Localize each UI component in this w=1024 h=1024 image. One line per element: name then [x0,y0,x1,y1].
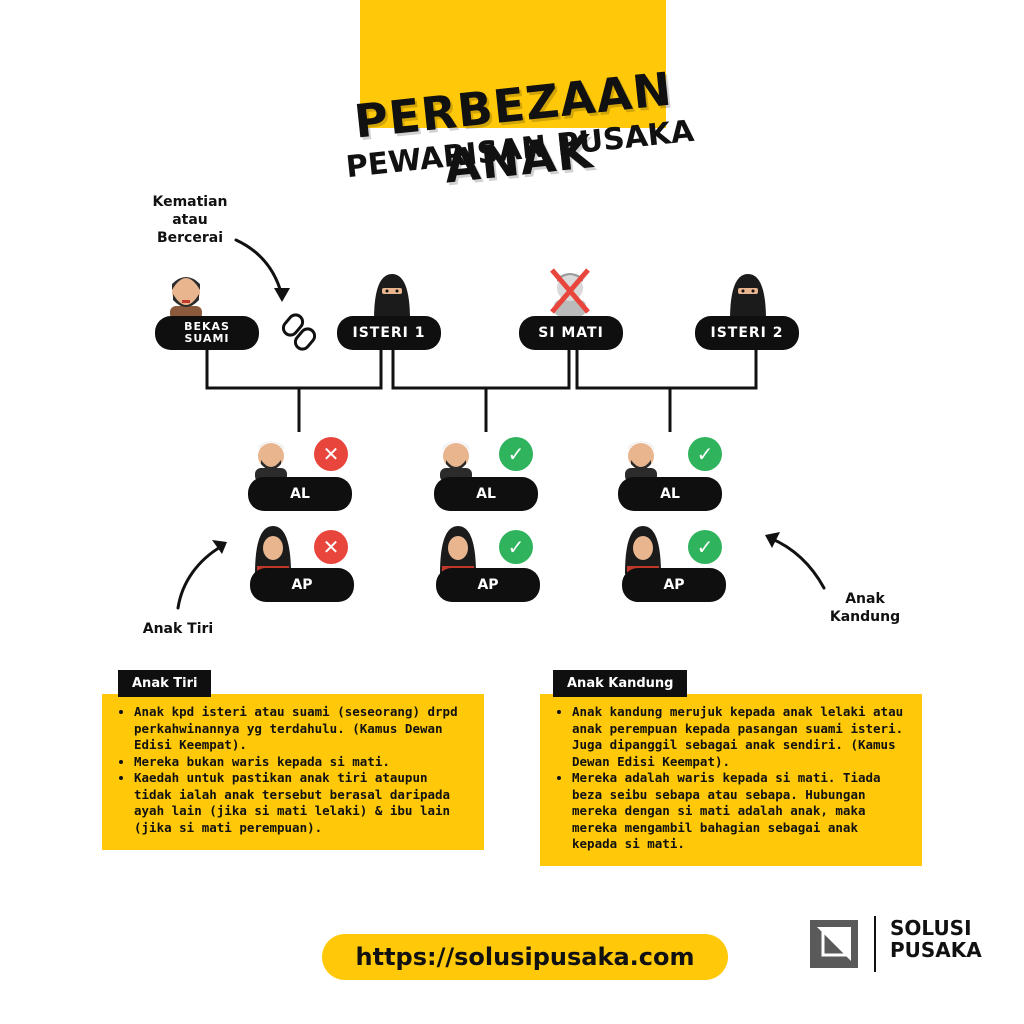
crossed-out-person-icon [550,268,590,316]
parent-isteri-2: ISTERI 2 [695,316,799,350]
child-ap-1: AP [250,568,354,602]
info-box-anak-tiri: Anak kpd isteri atau suami (seseorang) d… [102,694,484,850]
brand-name: SOLUSI PUSAKA [890,917,982,961]
arrow-kematian [234,238,284,298]
list-item: Mereka bukan waris kepada si mati. [134,754,470,771]
list-item: Anak kandung merujuk kepada anak lelaki … [572,704,908,770]
arrow-anak-tiri [176,544,224,610]
annotation-anak-kandung: Anak Kandung [829,591,901,625]
check-icon: ✓ [688,437,722,471]
hijab-girl-icon [440,526,476,574]
boy-icon [625,441,657,482]
hijab-girl-icon [255,526,291,574]
check-icon: ✓ [499,437,533,471]
website-link[interactable]: https://solusipusaka.com [322,934,728,980]
info-heading-anak-kandung: Anak Kandung [553,670,688,697]
parent-bekas-suami: BEKAS SUAMI [155,316,259,350]
info-box-anak-kandung: Anak kandung merujuk kepada anak lelaki … [540,694,922,866]
parent-si-mati: SI MATI [519,316,623,350]
child-ap-3: AP [622,568,726,602]
hijab-girl-icon [625,526,661,574]
brand-line-1: SOLUSI [890,916,972,940]
child-ap-2: AP [436,568,540,602]
child-al-1: AL [248,477,352,511]
logo-divider [874,916,876,972]
solusi-pusaka-logo-icon [810,920,858,968]
niqab-woman-icon [730,274,766,320]
boy-icon [440,441,472,482]
parent-isteri-1: ISTERI 1 [337,316,441,350]
list-item: Mereka adalah waris kepada si mati. Tiad… [572,770,908,853]
check-icon: ✓ [499,530,533,564]
annotation-kematian: Kematian atau Bercerai [152,194,228,246]
annotation-anak-tiri: Anak Tiri [142,621,214,637]
info-heading-anak-tiri: Anak Tiri [118,670,212,697]
child-al-3: AL [618,477,722,511]
boy-icon [255,441,287,482]
niqab-woman-icon [374,274,410,320]
list-item: Kaedah untuk pastikan anak tiri ataupun … [134,770,470,836]
cross-icon: ✕ [314,530,348,564]
broken-link-icon [281,313,317,351]
brand-line-2: PUSAKA [890,938,982,962]
check-icon: ✓ [688,530,722,564]
cross-icon: ✕ [314,437,348,471]
header-yellow-block [360,0,666,128]
list-item: Anak kpd isteri atau suami (seseorang) d… [134,704,470,754]
bearded-man-icon [170,277,202,320]
arrow-anak-kandung [768,536,826,590]
child-al-2: AL [434,477,538,511]
